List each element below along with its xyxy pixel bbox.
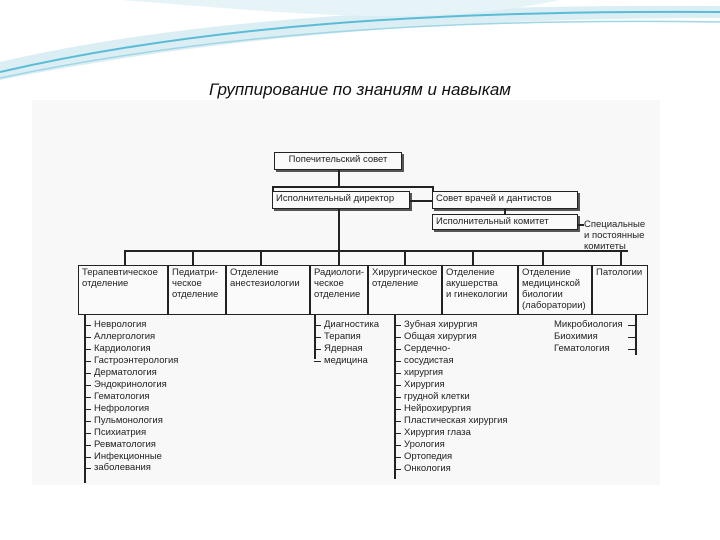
dept-obgyn: Отделение акушерства и гинекологии xyxy=(442,265,518,315)
connector xyxy=(338,209,340,250)
slide-title: Группирование по знаниям и навыкам xyxy=(209,80,511,99)
dept-label-line: Радиологи- xyxy=(314,267,365,278)
connector xyxy=(260,250,262,265)
list-item: Ревматология xyxy=(84,439,178,451)
list-item: Гематология xyxy=(554,343,635,355)
list-item: Гастроэнтерология xyxy=(84,355,178,367)
dept-lab: Отделение медицинской биологии (лаборато… xyxy=(518,265,592,315)
list-item: Дерматология xyxy=(84,367,178,379)
org-chart: Попечительский совет Исполнительный дире… xyxy=(32,100,660,485)
exec-committee-label: Исполнительный комитет xyxy=(436,216,549,227)
list-item: Нефрология xyxy=(84,403,178,415)
director-box: Исполнительный директор xyxy=(272,191,410,209)
dept-anesthesiology: Отделение анестезиологии xyxy=(226,265,310,315)
list-item: Микробиология xyxy=(554,319,635,330)
surgery-subs-list: Зубная хирургия Общая хирургия Сердечно-… xyxy=(394,319,508,475)
list-item: медицина xyxy=(314,355,379,367)
dept-label-line: ческое xyxy=(172,278,202,289)
board-label: Попечительский совет xyxy=(288,154,388,165)
dept-label-line: и гинекологии xyxy=(446,289,508,300)
dept-radiology: Радиологи- ческое отделение xyxy=(310,265,368,315)
dept-label-line: Отделение xyxy=(522,267,571,278)
list-item: Биохимия xyxy=(554,331,635,343)
therapy-list-bar xyxy=(84,315,86,483)
list-item: сосудистая xyxy=(394,355,508,367)
connector xyxy=(192,250,194,265)
decorative-swoosh xyxy=(0,0,720,80)
connector xyxy=(410,200,432,202)
list-item: Психиатрия xyxy=(84,427,178,439)
connector xyxy=(432,186,434,192)
dept-label-line: Патологии xyxy=(596,267,643,278)
list-item: Кардиология xyxy=(84,343,178,355)
list-item: Ядерная xyxy=(314,343,379,355)
dept-label-line: Хирургическое xyxy=(372,267,438,278)
list-item: Нейрохирургия xyxy=(394,403,508,415)
list-item: Зубная хирургия xyxy=(394,319,508,331)
dept-label-line: биологии xyxy=(522,289,563,300)
committees-note-2: и постоянные xyxy=(584,230,645,241)
director-label: Исполнительный директор xyxy=(276,193,395,204)
dept-label-line: Отделение xyxy=(446,267,495,278)
pathology-list-bar xyxy=(635,315,637,355)
list-item: Пластическая хирургия xyxy=(394,415,508,427)
list-item: Терапия xyxy=(314,331,379,343)
dept-label-line: анестезиологии xyxy=(230,278,300,289)
connector xyxy=(542,250,544,265)
dept-pathology: Патологии xyxy=(592,265,648,315)
dept-label-line: отделение xyxy=(372,278,419,289)
connector xyxy=(504,209,506,215)
list-item: Гематология xyxy=(84,391,178,403)
list-item: хирургия xyxy=(394,367,508,379)
list-item: Общая хирургия xyxy=(394,331,508,343)
list-item: Хирургия глаза xyxy=(394,427,508,439)
connector xyxy=(620,250,622,265)
radiology-subs-list: Диагностика Терапия Ядерная медицина xyxy=(314,319,379,367)
list-item: заболевания xyxy=(84,462,178,474)
connector xyxy=(272,186,274,192)
pathology-subs-list: Микробиология Биохимия Гематология xyxy=(554,319,635,355)
connector xyxy=(472,250,474,265)
list-item: грудной клетки xyxy=(394,391,508,403)
doctors-council-label: Совет врачей и дантистов xyxy=(436,193,552,204)
list-item: Хирургия xyxy=(394,379,508,391)
list-item: Инфекционные xyxy=(84,451,178,463)
connector xyxy=(338,170,340,186)
list-item: Сердечно- xyxy=(394,343,508,355)
board-box: Попечительский совет xyxy=(274,152,402,170)
dept-label-line: (лаборатории) xyxy=(522,300,586,311)
list-item: Онкология xyxy=(394,463,508,475)
list-item: Неврология xyxy=(84,319,178,331)
list-item: Эндокринология xyxy=(84,379,178,391)
dept-surgery: Хирургическое отделение xyxy=(368,265,442,315)
list-item: Ортопедия xyxy=(394,451,508,463)
dept-label-line: ческое xyxy=(314,278,344,289)
dept-label-line: отделение xyxy=(82,278,129,289)
dept-pediatrics: Педиатри- ческое отделение xyxy=(168,265,226,315)
connector xyxy=(578,224,584,226)
connector xyxy=(124,250,126,265)
dept-label-line: отделение xyxy=(314,289,361,300)
dept-label-line: Педиатри- xyxy=(172,267,218,278)
dept-therapy: Терапевтическое отделение xyxy=(78,265,168,315)
dept-label-line: отделение xyxy=(172,289,219,300)
list-item: Пульмонология xyxy=(84,415,178,427)
list-item: Урология xyxy=(394,439,508,451)
list-item: Диагностика xyxy=(314,319,379,331)
connector xyxy=(272,186,432,188)
connector xyxy=(338,250,340,265)
list-item: Аллергология xyxy=(84,331,178,343)
dept-bus-line xyxy=(124,250,628,252)
dept-label-line: Терапевтическое xyxy=(82,267,158,278)
connector xyxy=(404,250,406,265)
dept-label-line: медицинской xyxy=(522,278,581,289)
committees-note-3: комитеты xyxy=(584,241,626,252)
doctors-council-box: Совет врачей и дантистов xyxy=(432,191,578,209)
dept-label-line: Отделение xyxy=(230,267,279,278)
committees-note-1: Специальные xyxy=(584,219,646,230)
exec-committee-box: Исполнительный комитет xyxy=(432,214,578,230)
dept-label-line: акушерства xyxy=(446,278,498,289)
therapy-subs-list: Неврология Аллергология Кардиология Гаст… xyxy=(84,319,178,474)
